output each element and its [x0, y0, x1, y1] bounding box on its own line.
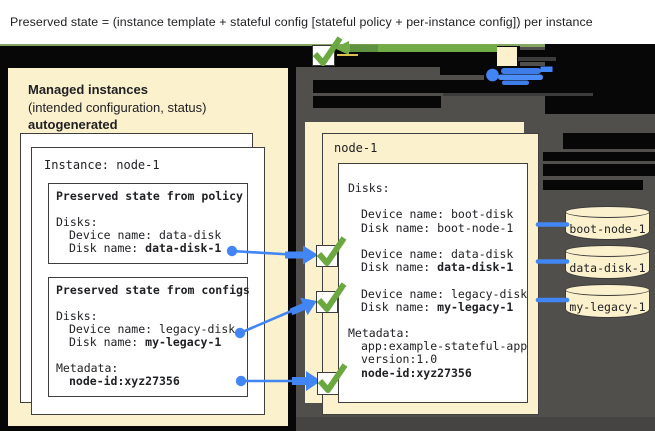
redacted-bar: [313, 96, 441, 108]
disk-label: data-disk-1: [569, 261, 646, 275]
disk-label: boot-node-1: [569, 222, 646, 236]
redacted-bar: [443, 93, 593, 96]
redacted-bar: [337, 53, 358, 56]
metadata-app-line: app:example-stateful-app: [361, 339, 528, 354]
redacted-bar: [518, 57, 556, 61]
disk-name-value: data-disk-1: [145, 241, 222, 255]
preserved-arrow-icon: [334, 41, 497, 55]
legend-checkbox: [312, 36, 343, 66]
disks-label: Disks:: [348, 181, 390, 195]
disk-name-value: my-legacy-1: [437, 299, 514, 314]
heading-managed-instances: Managed instances: [28, 82, 148, 97]
heading-autogenerated: autogenerated: [28, 117, 118, 132]
boot-disk-line: Disk name: boot-node-1: [361, 220, 514, 235]
checkmark-icon: [317, 363, 348, 393]
disk-label: my-legacy-1: [569, 300, 646, 314]
checkmark-icon: [316, 282, 347, 312]
heading-intended-config: (intended configuration, status): [28, 99, 207, 115]
cylinder-top: [565, 206, 650, 218]
policy-box-title: Preserved state from policy: [56, 189, 243, 203]
data-device-line: Device name: data-disk: [361, 246, 514, 261]
configs-box-title: Preserved state from configs: [56, 283, 250, 297]
legend-swatch: [497, 47, 517, 66]
checkmark-icon: [316, 236, 347, 266]
legacy-device-line: Device name: legacy-disk: [361, 286, 528, 301]
configs-state-box: Preserved state from configs Disks: Devi…: [48, 277, 250, 397]
device-name-line: Device name: legacy-disk: [69, 322, 236, 336]
vm-details-box: Disks: Device name: boot-disk Disk name:…: [338, 163, 528, 403]
cylinder-top: [565, 284, 650, 296]
metadata-version-line: version:1.0: [361, 352, 438, 367]
boot-device-line: Device name: boot-disk: [361, 207, 514, 222]
preserved-check-legacy-disk: [316, 282, 347, 313]
legacy-disk-line: Disk name: my-legacy-1: [361, 299, 514, 314]
cylinder-top: [565, 245, 650, 257]
preserved-check-metadata: [317, 363, 348, 395]
disk-name-line: Disk name: data-disk-1: [69, 241, 222, 255]
redacted-bar: [563, 133, 655, 149]
panel-heading: Managed instances (intended configuratio…: [28, 81, 207, 134]
metadata-value: node-id:xyz27356: [69, 374, 180, 388]
device-name-line: Device name: data-disk: [69, 228, 222, 242]
redacted-bar: [543, 164, 655, 176]
metadata-label: Metadata:: [56, 361, 119, 375]
vm-host-panel-footer: [296, 417, 655, 431]
redacted-bar: [543, 180, 643, 190]
checkmark-icon: [312, 36, 343, 66]
disk-name-line: Disk name: my-legacy-1: [69, 335, 222, 349]
disks-label: Disks:: [56, 309, 98, 323]
disks-label: Disks:: [56, 215, 98, 229]
redacted-bar: [543, 152, 655, 161]
preserved-check-data-disk: [316, 236, 347, 267]
disk-name-value: my-legacy-1: [145, 335, 222, 349]
disk-cylinder-boot: boot-node-1: [565, 206, 650, 240]
policy-state-box: Preserved state from policy Disks: Devic…: [48, 183, 248, 264]
title-bar: Preserved state = (instance template + s…: [0, 0, 655, 44]
diagram-title: Preserved state = (instance template + s…: [10, 15, 593, 29]
disk-cylinder-legacy: my-legacy-1: [565, 284, 650, 318]
redacted-bar: [440, 66, 485, 75]
metadata-label: Metadata:: [348, 326, 411, 341]
data-disk-line: Disk name: data-disk-1: [361, 260, 514, 275]
metadata-node-line: node-id:xyz27356: [361, 365, 472, 380]
disk-name-value: data-disk-1: [437, 260, 514, 275]
disk-cylinder-data: data-disk-1: [565, 245, 650, 279]
vm-name: node-1: [334, 141, 378, 155]
redacted-bar: [484, 66, 556, 86]
instance-title: Instance: node-1: [44, 158, 160, 172]
